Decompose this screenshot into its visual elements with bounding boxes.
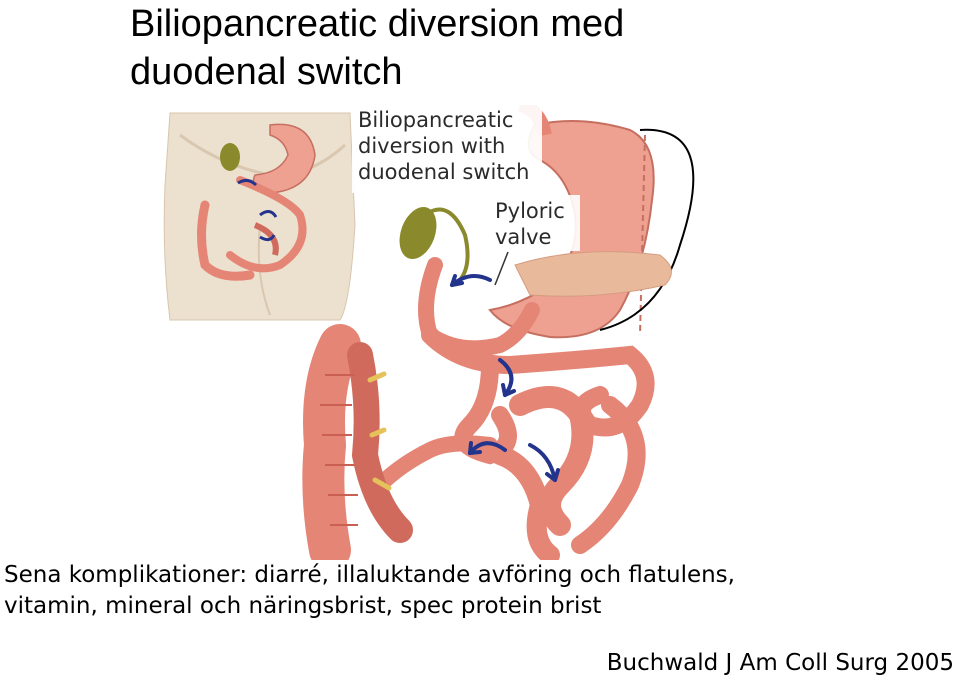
figure-label-line-3: duodenal switch <box>358 160 530 184</box>
pyloric-pointer <box>494 251 509 286</box>
anatomy-drawing <box>163 105 695 560</box>
complications-line-1: Sena komplikationer: diarré, illaluktand… <box>4 562 735 588</box>
pyloric-label-line-1: Pyloric <box>495 199 565 223</box>
colon <box>302 324 413 560</box>
intestinal-limbs <box>372 257 655 560</box>
torso-inset <box>163 112 356 321</box>
figure-label-line-2: diversion with <box>358 134 506 158</box>
slide-title: Biliopancreatic diversion med duodenal s… <box>130 0 770 96</box>
figure-label: Biliopancreatic diversion with duodenal … <box>358 107 529 185</box>
title-line-1: Biliopancreatic diversion med <box>130 3 625 45</box>
citation: Buchwald J Am Coll Surg 2005 <box>606 650 954 676</box>
complications-line-2: vitamin, mineral och näringsbrist, spec … <box>4 593 602 619</box>
pyloric-label-line-2: valve <box>495 225 552 249</box>
pancreas <box>514 251 672 297</box>
surgery-illustration: Biliopancreatic diversion with duodenal … <box>160 105 700 560</box>
complications-text: Sena komplikationer: diarré, illaluktand… <box>4 560 954 622</box>
title-line-2: duodenal switch <box>130 51 403 93</box>
figure-label-line-1: Biliopancreatic <box>358 108 514 132</box>
pyloric-valve-label: Pyloric valve <box>495 198 565 250</box>
gallbladder <box>399 206 470 282</box>
flow-arrows <box>450 274 560 482</box>
